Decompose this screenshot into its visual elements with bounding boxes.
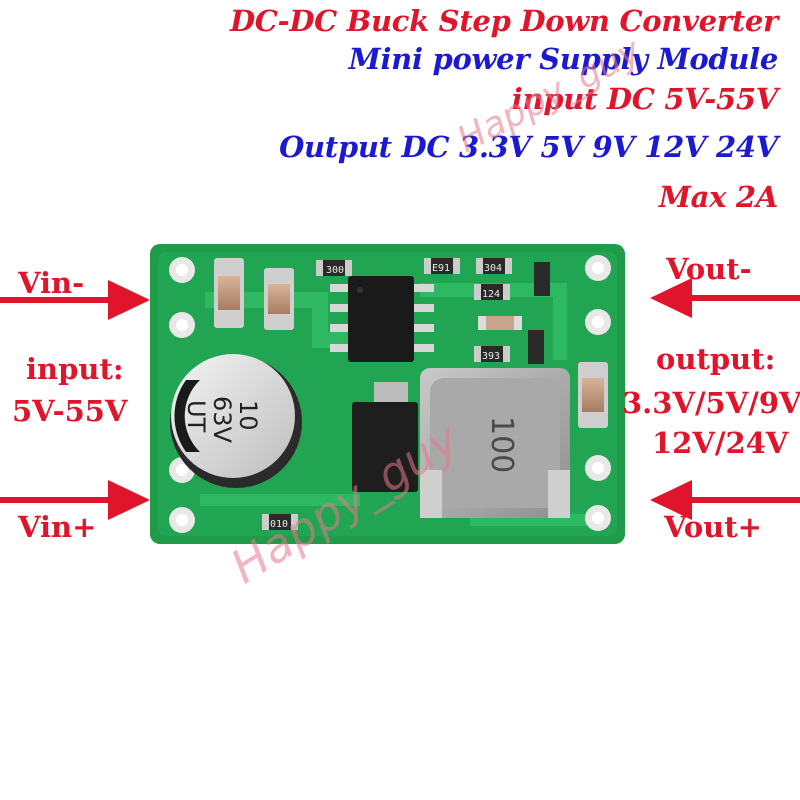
smd-resistor-4: [474, 284, 510, 300]
smd-resistor-vertical-2: [528, 330, 544, 364]
arrow-vin-minus: [0, 280, 150, 320]
ceramic-capacitor-2: [264, 268, 294, 330]
pad-vout-minus-1: [585, 255, 611, 281]
input-spec-line: input DC 5V-55V: [511, 82, 779, 116]
arrow-vin-plus: [0, 480, 150, 520]
pad-vin-plus-2: [169, 507, 195, 533]
arrow-vout-plus: [650, 480, 800, 520]
input-range: 5V-55V: [12, 394, 128, 428]
ceramic-capacitor-3: [578, 362, 608, 428]
electrolytic-capacitor: 10 63V UT: [170, 354, 302, 488]
pad-vout-plus-2: [585, 505, 611, 531]
inductor-text: 100: [484, 416, 519, 473]
ceramic-capacitor-1: [214, 258, 244, 328]
input-title: input:: [26, 352, 124, 386]
label-vout-minus: Vout-: [666, 252, 752, 286]
smd-code-0: 300: [326, 265, 344, 276]
smd-code-5: 010: [270, 519, 288, 530]
smd-code-4: 393: [482, 351, 500, 362]
pad-vin-minus-1: [169, 257, 195, 283]
label-vin-minus: Vin-: [18, 266, 85, 300]
smd-code-1: E91: [432, 263, 450, 274]
arrow-vout-minus: [650, 278, 800, 318]
smd-resistor-6: [262, 514, 298, 530]
regulator-ic: [330, 276, 434, 362]
smd-resistor-5: [474, 346, 510, 362]
label-vin-plus: Vin+: [18, 510, 97, 544]
title-line: DC-DC Buck Step Down Converter: [229, 4, 778, 38]
pad-vin-minus-2: [169, 312, 195, 338]
smd-resistor-1: [316, 260, 352, 276]
cap-text-1: 10: [234, 400, 262, 431]
cap-text-3: UT: [182, 400, 210, 433]
output-line-1: 3.3V/5V/9V: [622, 386, 800, 420]
smd-code-2: 304: [484, 263, 502, 274]
cap-text-2: 63V: [208, 396, 236, 444]
output-line-2: 12V/24V: [652, 426, 789, 460]
smd-resistor-2: [424, 258, 460, 274]
subtitle-line: Mini power Supply Module: [348, 42, 779, 76]
pad-vout-plus-1: [585, 455, 611, 481]
smd-resistor-3: [476, 258, 512, 274]
output-title: output:: [656, 342, 776, 376]
smd-cap-small-1: [478, 316, 522, 330]
smd-resistor-vertical: [534, 262, 550, 296]
output-spec-line: Output DC 3.3V 5V 9V 12V 24V: [279, 130, 778, 164]
smd-code-3: 124: [482, 289, 500, 300]
pad-vout-minus-2: [585, 309, 611, 335]
schottky-diode: [352, 382, 418, 492]
max-current-line: Max 2A: [658, 180, 778, 214]
power-inductor: 100: [420, 368, 570, 518]
label-vout-plus: Vout+: [664, 510, 762, 544]
